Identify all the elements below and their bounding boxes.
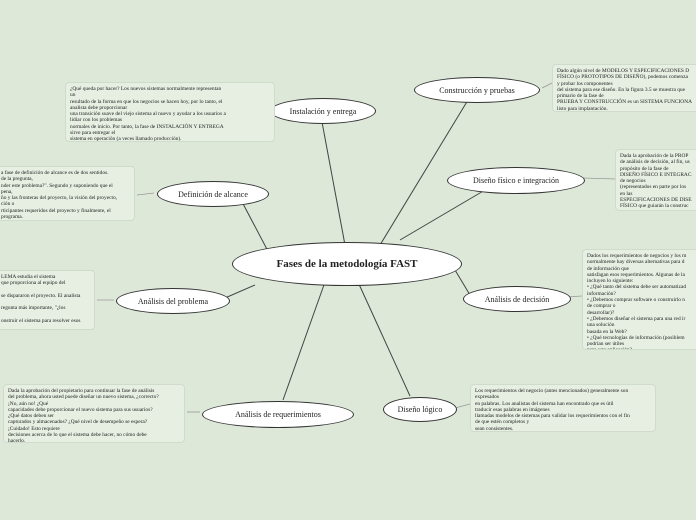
topic-label: Análisis de requerimientos [235,410,321,419]
topic-diseno-fisico-integracion[interactable]: Diseño físico e integración [447,167,585,194]
topic-label: Diseño físico e integración [473,176,559,185]
topic-diseno-logico[interactable]: Diseño lógico [383,397,457,422]
note-construccion-pruebas: Dado algún nivel de MODELOS Y ESPECIFICA… [552,64,696,112]
central-topic[interactable]: Fases de la metodología FAST [232,242,462,286]
note-definicion-alcance: a fase de definición de alcance es de do… [0,166,135,221]
topic-analisis-decision[interactable]: Análisis de decisión [463,286,571,312]
topic-analisis-problema[interactable]: Análisis del problema [116,288,230,314]
note-instalacion-entrega: ¿Qué queda por hacer? Los nuevos sistema… [65,82,275,142]
topic-definicion-alcance[interactable]: Definición de alcance [157,181,269,207]
note-analisis-problema: LEMA estudia el sistema que proporciona … [0,270,95,330]
topic-label: Diseño lógico [397,405,443,414]
note-diseno-logico: Los requerimientos del negocio (antes me… [470,384,656,432]
note-analisis-requerimientos: Dada la aprobación del propietario para … [3,384,185,443]
topic-analisis-requerimientos[interactable]: Análisis de requerimientos [202,401,354,428]
note-diseno-fisico-integracion: Dada la aprobación de la PROP de análisi… [615,149,696,211]
topic-label: Definición de alcance [178,189,248,199]
topic-label: Instalación y entrega [289,106,357,116]
topic-construccion-pruebas[interactable]: Construcción y pruebas [414,77,540,103]
note-analisis-decision: Dados los requerimientos de negocios y l… [582,249,696,350]
topic-label: Construcción y pruebas [439,85,515,95]
topic-instalacion-entrega[interactable]: Instalación y entrega [270,98,376,124]
central-topic-title: Fases de la metodología FAST [276,258,418,270]
topic-label: Análisis de decisión [484,294,550,304]
topic-label: Análisis del problema [137,296,209,306]
